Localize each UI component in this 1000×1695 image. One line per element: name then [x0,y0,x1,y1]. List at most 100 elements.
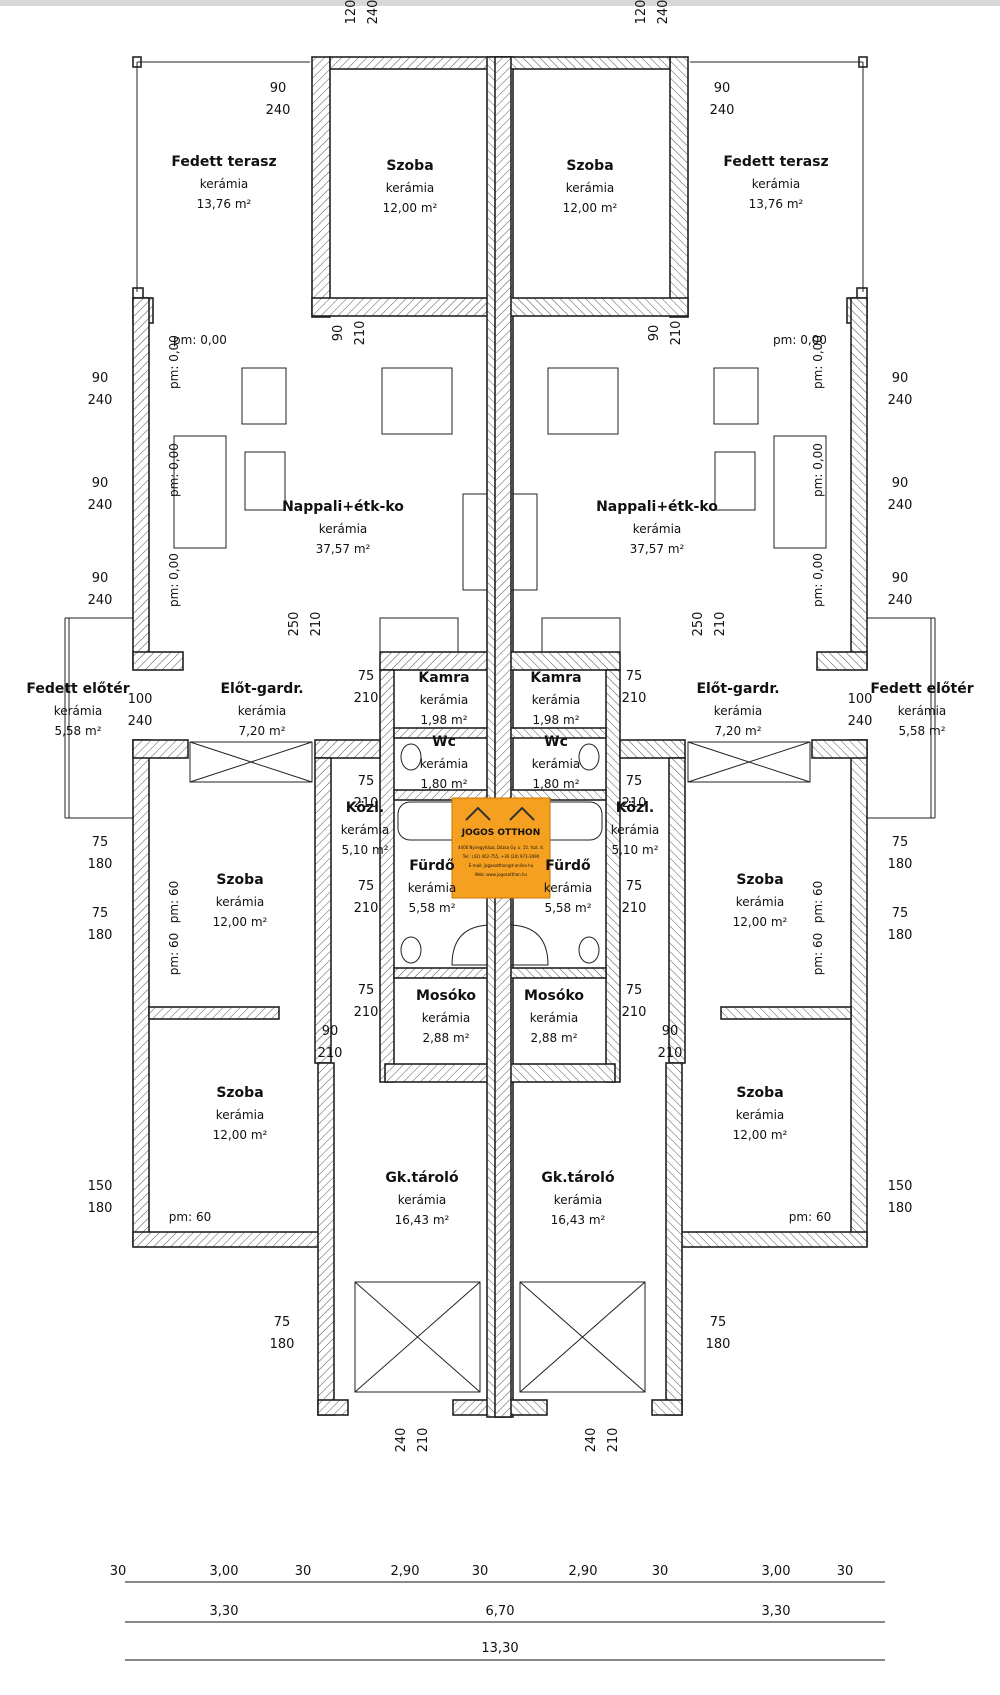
corridor-area-right: 5,10 m² [611,843,658,857]
garage-area-right: 16,43 m² [551,1213,606,1227]
opening-width-11-left: 75 [358,983,375,998]
pm-label-3-left: pm: 0,00 [167,553,181,607]
opening-width-2-right: 90 [892,371,909,386]
laundry-area-left: 2,88 m² [422,1031,469,1045]
opening-height-6-right: 210 [713,612,728,637]
opening-height-4-left: 240 [88,593,113,608]
opening-width-12-left: 75 [92,835,109,850]
corridor-material-right: kerámia [611,823,660,837]
terrace-material-right: kerámia [752,177,801,191]
dim-row1-8: 30 [837,1564,854,1579]
pm-label-6-right: pm: 60 [789,1210,831,1224]
svg-text:4400 Nyíregyháza, Dózsa Gy. u.: 4400 Nyíregyháza, Dózsa Gy. u. 15. fszt.… [458,845,544,850]
bathroom-material-left: kerámia [408,881,457,895]
wc-material-right: kerámia [532,757,581,771]
opening-height-2-right: 240 [888,393,913,408]
opening-width-13-left: 75 [92,906,109,921]
living-name-right: Nappali+étk-ko [596,499,718,515]
living-name-left: Nappali+étk-ko [282,499,404,515]
wc-material-left: kerámia [420,757,469,771]
opening-height-13-right: 180 [888,928,913,943]
dim-row2-1: 6,70 [486,1604,515,1619]
opening-width-2-left: 90 [92,371,109,386]
bedroom-name-left: Szoba [216,1085,263,1101]
opening-width-17-right: 90 [662,1024,679,1039]
opening-width-9-left: 75 [358,774,375,789]
opening-width-6-left: 250 [287,612,302,637]
pm-label-5-right: pm: 60 [811,933,825,975]
living-material-left: kerámia [319,522,368,536]
hall-material-right: kerámia [714,704,763,718]
entry_porch-area-left: 5,58 m² [54,724,101,738]
hall-material-left: kerámia [238,704,287,718]
entry_porch-material-right: kerámia [898,704,947,718]
opening-width-4-right: 90 [892,571,909,586]
corridor-name-right: Közl. [616,800,655,816]
corridor-area-left: 5,10 m² [341,843,388,857]
garage-material-left: kerámia [398,1193,447,1207]
bedroom-name-right: Szoba [736,1085,783,1101]
opening-width-15-right: 75 [710,1315,727,1330]
pantry-area-left: 1,98 m² [420,713,467,727]
opening-height-15-left: 180 [270,1337,295,1352]
opening-height-16-right: 210 [606,1428,621,1453]
bedroom-name-right: Szoba [566,158,613,174]
pantry-material-left: kerámia [420,693,469,707]
entry_porch-name-right: Fedett előtér [870,681,973,697]
opening-height-7-left: 240 [128,714,153,729]
opening-width-4-left: 90 [92,571,109,586]
opening-width-14-left: 150 [88,1179,113,1194]
laundry-name-right: Mosóko [524,988,584,1004]
opening-height-1-left: 240 [266,103,291,118]
bathroom-area-left: 5,58 m² [408,901,455,915]
living-area-right: 37,57 m² [630,542,685,556]
bedroom-name-right: Szoba [736,872,783,888]
pantry-name-left: Kamra [418,670,469,686]
opening-width-8-left: 75 [358,669,375,684]
opening-height-17-right: 210 [658,1046,683,1061]
opening-width-12-right: 75 [892,835,909,850]
pm-label-0-right: pm: 0,00 [773,333,827,347]
opening-width-13-right: 75 [892,906,909,921]
dim-row1-4: 30 [472,1564,489,1579]
svg-text:Tel.: (42) 402-755, +36 (20) 9: Tel.: (42) 402-755, +36 (20) 973-3090 [462,854,540,859]
opening-height-12-right: 180 [888,857,913,872]
bedroom-name-left: Szoba [216,872,263,888]
hall-area-left: 7,20 m² [238,724,285,738]
terrace-area-left: 13,76 m² [197,197,252,211]
opening-height-10-right: 210 [622,901,647,916]
living-area-left: 37,57 m² [316,542,371,556]
bedroom-area-left: 12,00 m² [383,201,438,215]
opening-height-7-right: 240 [848,714,873,729]
pm-label-2-left: pm: 0,00 [167,443,181,497]
opening-height-0-left: 240 [366,0,381,24]
pm-label-3-right: pm: 0,00 [811,553,825,607]
laundry-area-right: 2,88 m² [530,1031,577,1045]
pm-label-6-left: pm: 60 [169,1210,211,1224]
hall-name-left: Előt-gardr. [220,681,303,697]
opening-height-0-right: 240 [656,0,671,24]
dim-row2-0: 3,30 [210,1604,239,1619]
opening-width-5-right: 90 [647,325,662,342]
dim-row1-2: 30 [295,1564,312,1579]
laundry-name-left: Mosóko [416,988,476,1004]
opening-width-0-left: 120 [344,0,359,24]
opening-width-16-left: 240 [394,1428,409,1453]
opening-height-13-left: 180 [88,928,113,943]
svg-text:E-mail: jogosotthon@t-online.h: E-mail: jogosotthon@t-online.hu [469,863,534,868]
pantry-name-right: Kamra [530,670,581,686]
opening-width-16-right: 240 [584,1428,599,1453]
dim-row1-7: 3,00 [762,1564,791,1579]
terrace-material-left: kerámia [200,177,249,191]
opening-width-10-right: 75 [626,879,643,894]
opening-height-16-left: 210 [416,1428,431,1453]
bathroom-material-right: kerámia [544,881,593,895]
pm-label-0-left: pm: 0,00 [173,333,227,347]
garage-material-right: kerámia [554,1193,603,1207]
dim-row2-2: 3,30 [762,1604,791,1619]
opening-height-4-right: 240 [888,593,913,608]
bedroom-material-left: kerámia [216,895,265,909]
opening-height-5-right: 210 [669,321,684,346]
